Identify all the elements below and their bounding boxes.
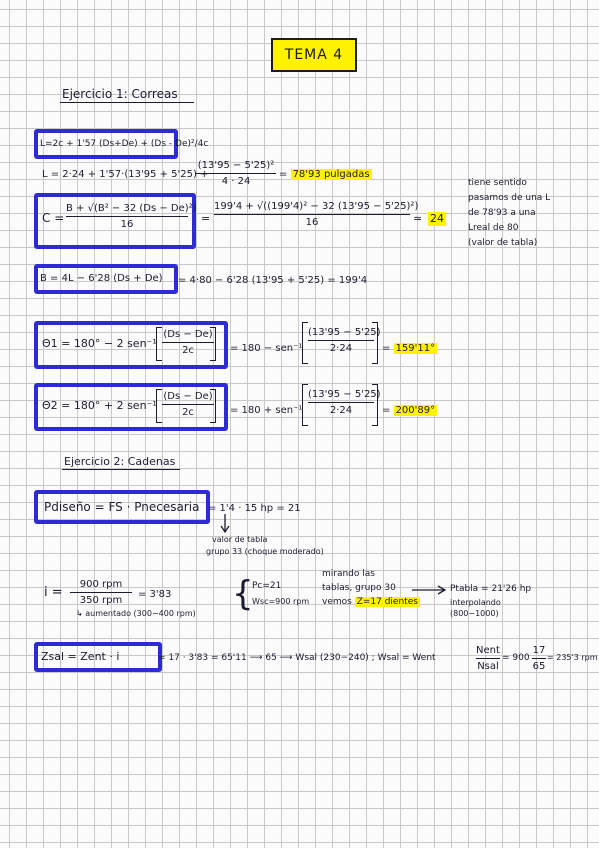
design-power-note2: grupo 33 (choque moderado) (206, 547, 324, 556)
tables-line1: mirando las (322, 569, 375, 579)
side-note-line3: de 78'93 a una (468, 208, 536, 218)
exercise1-underline (60, 101, 194, 103)
length-formula: L=2c + 1'57 (Ds+De) + (Ds - De)²/4c (40, 139, 209, 149)
theta2-den: 2c (182, 407, 194, 418)
center-calc-fraction: 199'4 + √((199'4)² − 32 (13'95 − 5'25)²)… (214, 200, 419, 229)
approx-sign: ≃ (413, 212, 423, 225)
center-distance-label: C = (42, 211, 65, 225)
theta1-den: 2c (182, 345, 194, 356)
teeth-formula: Zsal = Zent · i (41, 650, 120, 663)
center-result: 24 (428, 212, 446, 226)
side-note-line5: (valor de tabla) (468, 238, 538, 248)
exercise2-heading: Ejercicio 2: Cadenas (64, 455, 176, 468)
theta1-box: Θ1 = 180° − 2 sen⁻¹ (Ds − De) 2c (34, 321, 228, 369)
theta1-calc-fraction: (13'95 − 5'25) 2·24 (308, 327, 381, 354)
brace-icon: { (232, 574, 254, 614)
center-calc-num: 199'4 + √((199'4)² − 32 (13'95 − 5'25)²) (214, 201, 419, 212)
exercise1-heading: Ejercicio 1: Correas (62, 87, 178, 101)
page-title: TEMA 4 (284, 47, 344, 63)
b-calculation: = 4·80 − 6'28 (13'95 + 5'25) = 199'4 (178, 275, 368, 286)
ratio-label: i = (44, 585, 63, 600)
design-power-calc: = 1'4 · 15 hp = 21 (208, 503, 301, 514)
system-line2: Wsc=900 rpm (252, 597, 310, 606)
exercise2-underline (62, 468, 180, 470)
theta1-num: (Ds − De) (163, 329, 213, 340)
theta2-calc: = 180 + sen⁻¹ (230, 405, 303, 416)
system-line1: Pc=21 (252, 581, 282, 591)
teeth-formula-box: Zsal = Zent · i (34, 642, 162, 672)
title-box: TEMA 4 (271, 38, 357, 72)
ratio-note: ↳ aumentado (300−400 rpm) (76, 609, 196, 618)
center-formula-num: B + √(B² − 32 (Ds − De)²) (66, 203, 197, 214)
side-note-line4: Lreal de 80 (468, 223, 519, 233)
theta1-result: 159'11° (393, 343, 438, 354)
center-formula-den: 16 (120, 219, 134, 230)
teeth-result: Z=17 dientes (354, 597, 420, 607)
theta1-label: Θ1 = 180° − 2 sen⁻¹ (42, 337, 157, 350)
tables-line3: vemos (322, 597, 352, 607)
theta2-num: (Ds − De) (163, 391, 213, 402)
output-speed-result: = 235'3 rpm (547, 653, 598, 662)
table-power: Ptabla = 21'26 hp (450, 584, 532, 594)
right-arrow-icon (412, 585, 447, 595)
center-calc-den: 16 (305, 217, 319, 228)
side-note-line2: pasamos de una L (468, 193, 551, 203)
down-arrow-icon (220, 514, 230, 534)
teeth-tail: = 900 (502, 653, 530, 663)
design-power-note1: valor de tabla (212, 535, 268, 544)
length-result: 78'93 pulgadas (290, 169, 372, 180)
length-formula-box: L=2c + 1'57 (Ds+De) + (Ds - De)²/4c (34, 129, 209, 159)
teeth-calculation: = 17 · 3'83 = 65'11 ⟶ 65 ⟶ Wsal (230−240… (158, 653, 436, 663)
theta1-calc: = 180 − sen⁻¹ (230, 343, 303, 354)
design-power-formula: Pdiseño = FS · Pnecesaria (44, 500, 200, 514)
length-fraction: (13'95 − 5'25)² 4 · 24 (196, 159, 276, 188)
tables-line2: tablas, grupo 30 (322, 583, 396, 593)
theta2-box: Θ2 = 180° + 2 sen⁻¹ (Ds − De) 2c (34, 383, 228, 431)
theta2-result: 200'89° (393, 405, 438, 416)
ratio-fraction: 900 rpm 350 rpm (70, 578, 132, 607)
side-note-line1: tiene sentido (468, 178, 527, 188)
interpolating-line1: interpolando (450, 598, 501, 607)
design-power-box: Pdiseño = FS · Pnecesaria (34, 490, 210, 524)
b-formula-box: B = 4L − 6'28 (Ds + De) (34, 264, 178, 294)
center-distance-box: C = B + √(B² − 32 (Ds − De)²) 16 (34, 193, 197, 249)
interpolating-line2: (800−1000) (450, 609, 499, 618)
theta2-label: Θ2 = 180° + 2 sen⁻¹ (42, 399, 157, 412)
ratio-result: = 3'83 (138, 589, 172, 600)
b-formula: B = 4L − 6'28 (Ds + De) (40, 273, 163, 284)
length-fraction-den: 4 · 24 (221, 176, 251, 187)
length-fraction-num: (13'95 − 5'25)² (197, 160, 275, 171)
length-calculation: L = 2·24 + 1'57·(13'95 + 5'25) + (42, 169, 209, 180)
theta2-calc-fraction: (13'95 − 5'25) 2·24 (308, 389, 381, 416)
